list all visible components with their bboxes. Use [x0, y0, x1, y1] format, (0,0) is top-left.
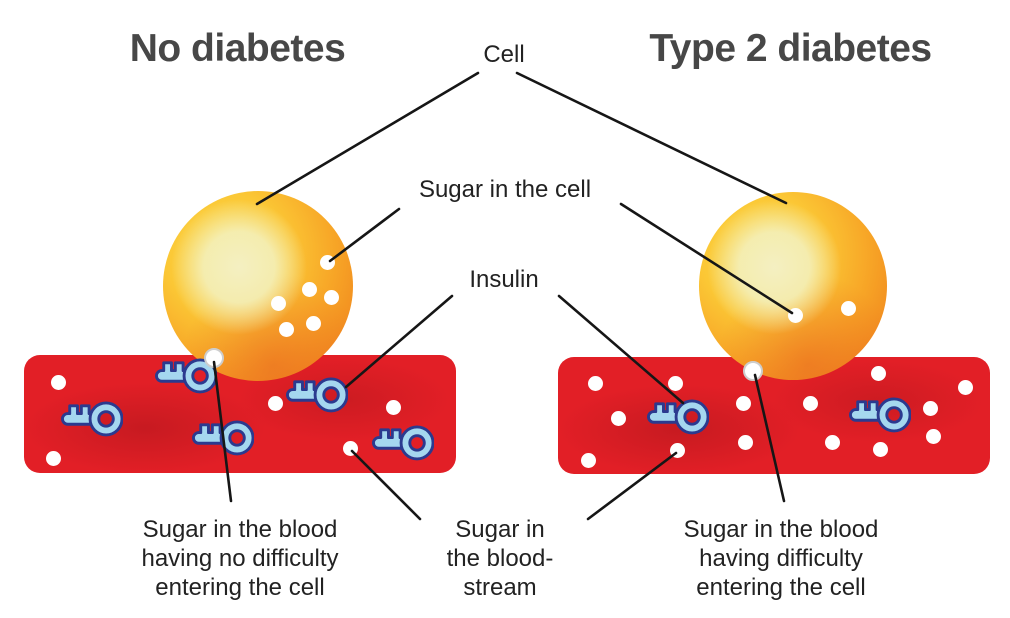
label-line: Sugar in the blood: [142, 516, 338, 543]
sugar-dot: [667, 375, 683, 391]
label-line: the blood-: [446, 545, 554, 572]
sugar-dot: [735, 395, 751, 411]
sugar-dot: [267, 395, 283, 411]
sugar-dot: [925, 428, 941, 444]
sugar-dot: [840, 300, 856, 316]
cell-shape: [163, 191, 353, 381]
sugar-dot: [669, 442, 685, 458]
sugar-dot: [580, 452, 596, 468]
insulin-key: [849, 390, 912, 435]
sugar-dot: [342, 440, 358, 456]
label-line: entering the cell: [696, 574, 866, 601]
sugar-dot: [870, 365, 886, 381]
insulin-key-icon: [849, 397, 912, 433]
label-line: having difficulty: [699, 545, 863, 572]
label-line: stream: [463, 574, 537, 601]
sugar-dot: [323, 289, 339, 305]
title-type2-diabetes: Type 2 diabetes: [649, 27, 932, 70]
sugar-dot: [587, 375, 603, 391]
title-no-diabetes: No diabetes: [129, 27, 346, 70]
sugar-dot: [737, 434, 753, 450]
insulin-key-icon: [155, 358, 218, 394]
insulin-key-icon: [286, 377, 349, 413]
sugar-dot: [45, 450, 61, 466]
insulin-key: [647, 392, 710, 437]
label-sugar-difficulty: Sugar in the blood having difficulty ent…: [656, 515, 906, 602]
sugar-dot: [824, 434, 840, 450]
insulin-key: [372, 418, 435, 463]
label-line: entering the cell: [155, 574, 325, 601]
label-line: Sugar in the blood: [683, 516, 879, 543]
sugar-dot: [305, 315, 321, 331]
sugar-dot: [872, 441, 888, 457]
sugar-dot-membrane: [742, 360, 763, 381]
label-sugar-no-difficulty: Sugar in the blood having no difficulty …: [115, 515, 365, 602]
label-insulin: Insulin: [469, 266, 539, 293]
sugar-dot: [278, 321, 294, 337]
insulin-key-icon: [647, 399, 710, 435]
sugar-dot: [787, 307, 803, 323]
sugar-dot: [922, 400, 938, 416]
insulin-key: [155, 351, 218, 396]
sugar-dot: [385, 399, 401, 415]
insulin-key-icon: [192, 420, 255, 456]
insulin-key-icon: [61, 401, 124, 437]
sugar-dot: [50, 374, 66, 390]
sugar-dot: [957, 379, 973, 395]
insulin-key: [61, 394, 124, 439]
sugar-dot: [802, 395, 818, 411]
sugar-dot: [270, 295, 286, 311]
sugar-dot: [301, 281, 317, 297]
insulin-key-icon: [372, 425, 435, 461]
cell-shape: [699, 192, 887, 380]
label-line: Sugar in: [455, 516, 545, 543]
label-sugar-in-bloodstream: Sugar in the blood- stream: [430, 515, 570, 602]
sugar-dot-membrane: [203, 347, 224, 368]
label-cell: Cell: [483, 41, 525, 68]
label-sugar-in-cell: Sugar in the cell: [418, 176, 592, 203]
label-line: having no difficulty: [141, 545, 339, 572]
sugar-dot: [610, 410, 626, 426]
insulin-key: [192, 413, 255, 458]
insulin-key: [286, 370, 349, 415]
sugar-dot: [319, 254, 335, 270]
